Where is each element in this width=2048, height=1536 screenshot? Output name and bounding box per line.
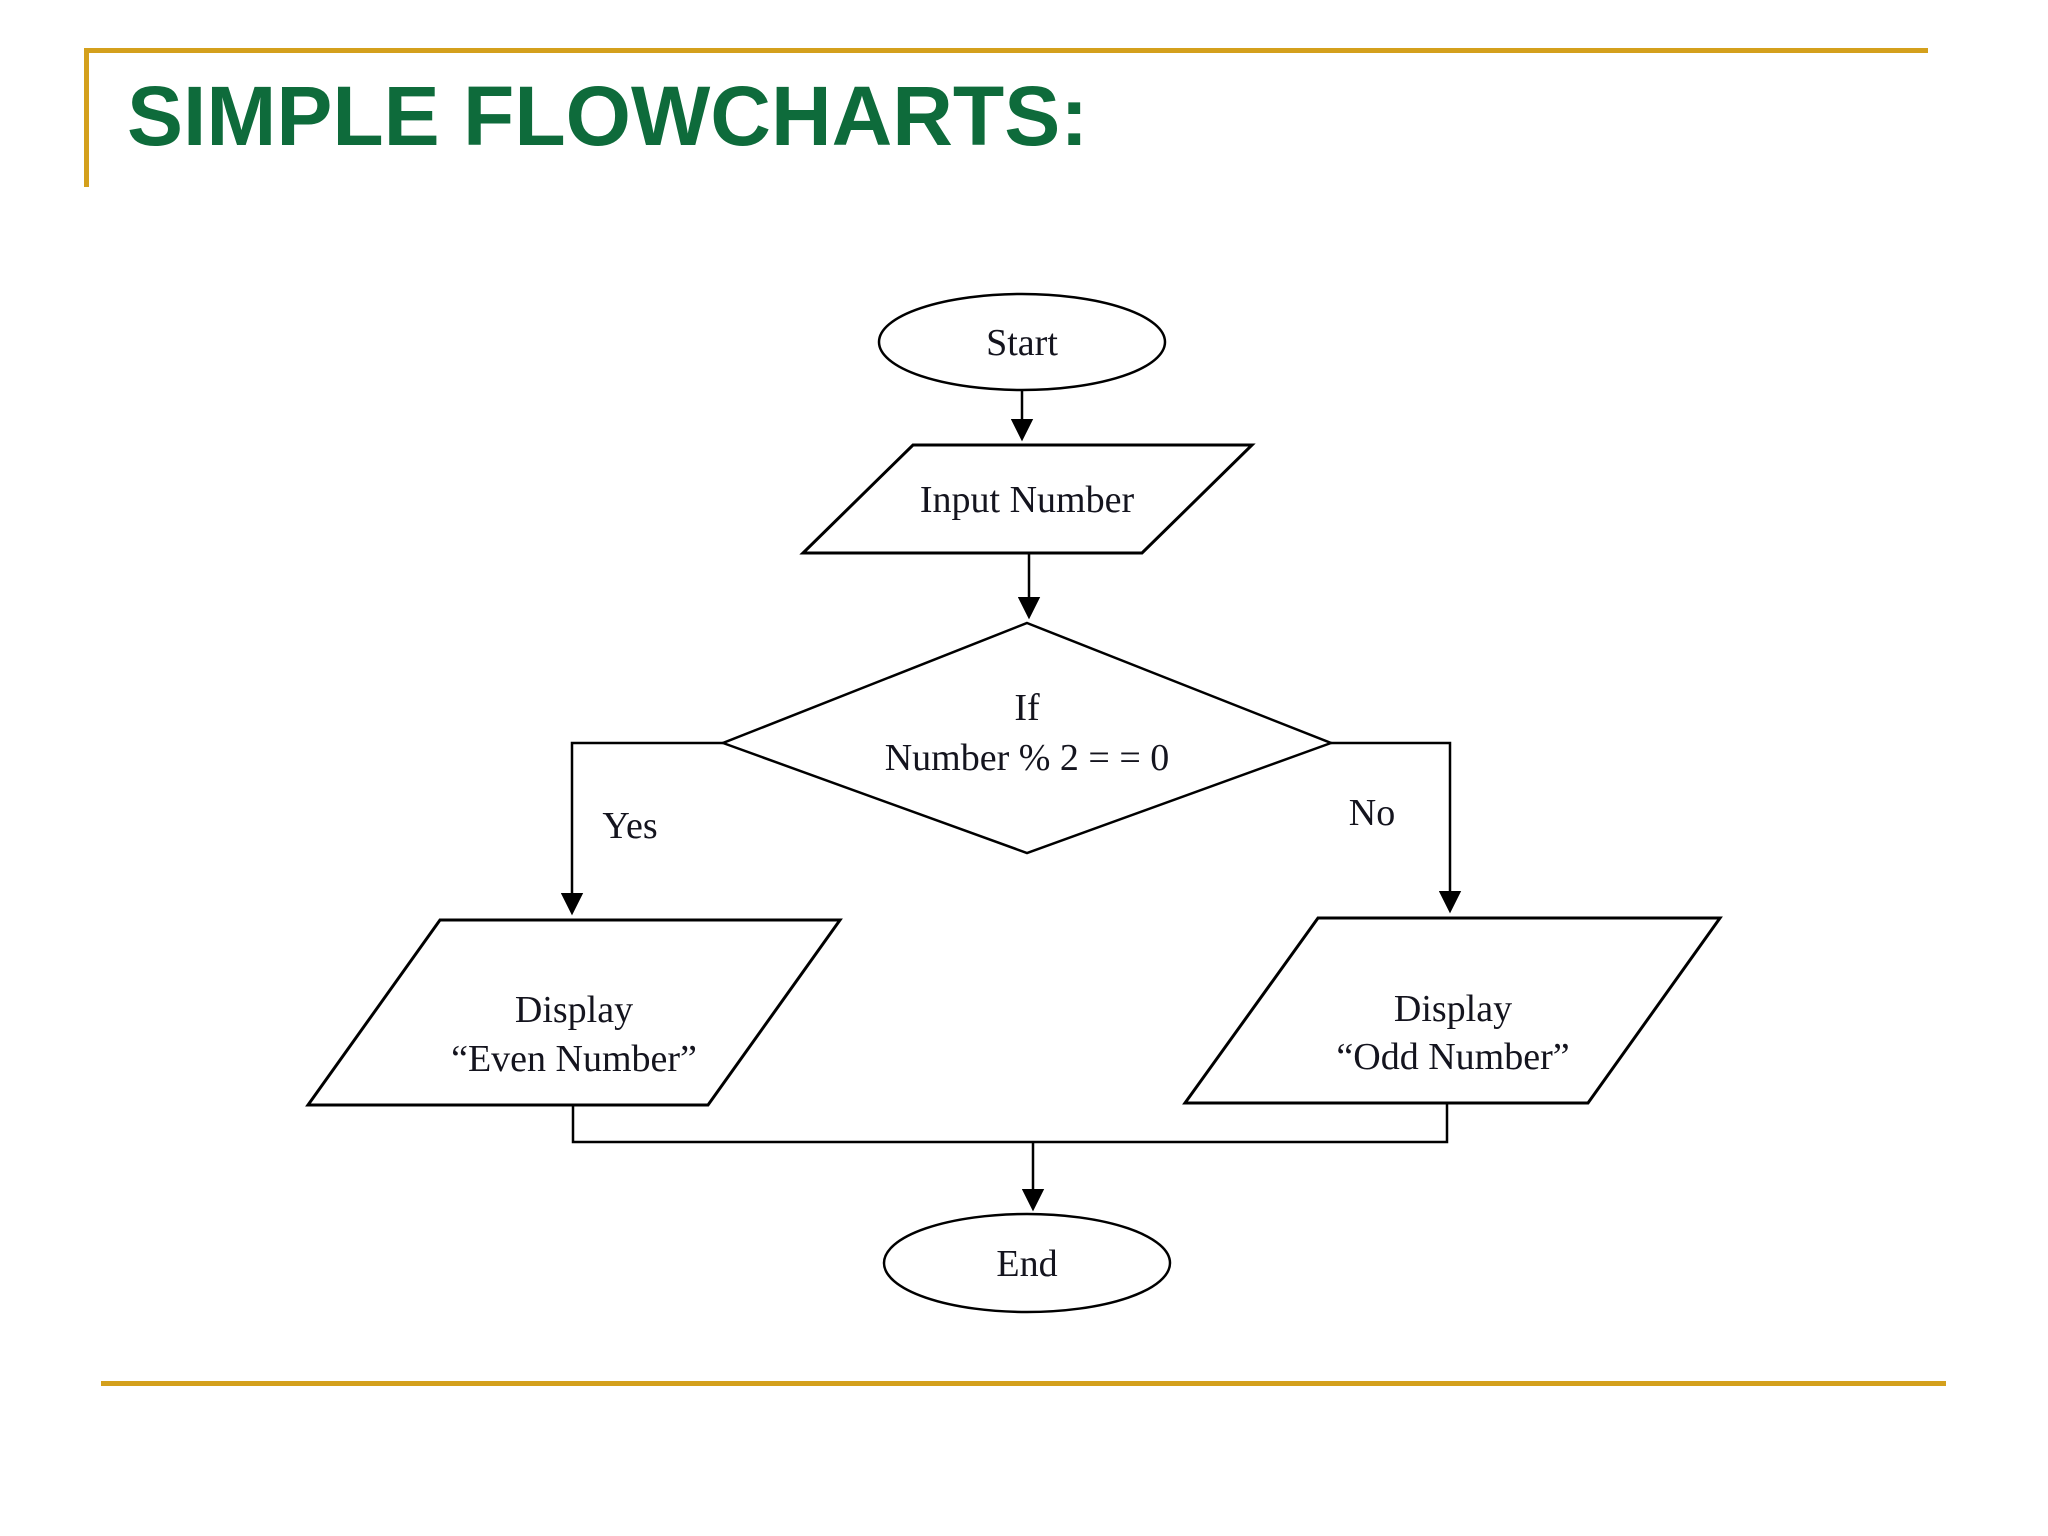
decision-node: [719, 621, 1335, 855]
start-label: Start: [986, 322, 1058, 364]
end-node: [882, 1212, 1172, 1314]
edge-join-line: [571, 1103, 1449, 1144]
no-branch-label: No: [1349, 792, 1395, 834]
display-even-label-line1: Display: [515, 989, 633, 1031]
yes-branch-label: Yes: [602, 805, 657, 847]
slide-title: SIMPLE FLOWCHARTS:: [127, 69, 1089, 163]
start-node: [877, 292, 1167, 392]
bottom-border-line: [101, 1381, 1946, 1386]
display-even-label-line2: “Even Number”: [451, 1038, 697, 1080]
title-left-accent-line: [84, 48, 89, 187]
display-odd-label-line2: “Odd Number”: [1336, 1036, 1569, 1078]
input-number-node: [799, 443, 1256, 555]
edge-no-branch: [1331, 741, 1462, 914]
decision-label-line1: If: [1014, 687, 1040, 729]
input-number-label: Input Number: [920, 479, 1135, 521]
display-odd-node: [1182, 916, 1723, 1105]
decision-label-line2: Number % 2 = = 0: [885, 737, 1170, 779]
display-even-node: [305, 918, 843, 1107]
end-label: End: [996, 1243, 1057, 1285]
display-odd-label-line1: Display: [1394, 988, 1512, 1030]
top-border-line: [85, 48, 1928, 53]
edge-yes-branch: [560, 741, 723, 916]
